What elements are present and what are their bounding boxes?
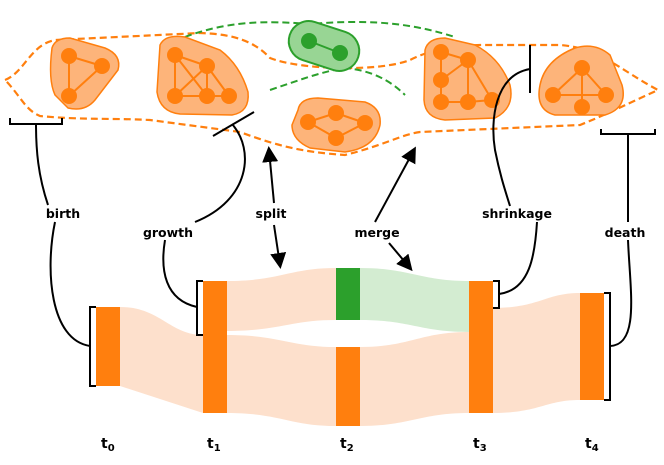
community-t1 — [156, 35, 249, 116]
timestep-label-t2: t2 — [340, 436, 354, 454]
death-node-bracket — [604, 292, 611, 401]
node-t1 — [203, 281, 227, 413]
death-bracket — [600, 129, 656, 135]
shrinkage-connector-bottom — [498, 221, 538, 295]
timestep-label-t3: t3 — [473, 436, 487, 454]
birth-connector-top — [35, 123, 49, 206]
community-t4 — [538, 45, 624, 116]
flow-t0-t1 — [120, 307, 203, 413]
timestep-label-t4: t4 — [585, 436, 599, 454]
split-label: split — [256, 206, 287, 221]
node-t3 — [469, 281, 493, 413]
community-t0 — [49, 37, 120, 110]
growth-label: growth — [143, 225, 193, 240]
flow-t2-t3-lower — [360, 332, 469, 426]
flow-t2-t3-merge — [360, 268, 469, 332]
split-community-lower-envelope — [269, 66, 406, 96]
birth-label: birth — [46, 206, 80, 221]
node-t2-split — [336, 268, 360, 320]
death-connector-bottom — [609, 239, 633, 347]
death-label: death — [605, 225, 646, 240]
flow-diagram — [89, 268, 611, 426]
timestep-labels: t0 t1 t2 t3 t4 — [101, 436, 599, 454]
community-envelope — [3, 31, 661, 157]
node-t2-remaining — [336, 347, 360, 426]
birth-bracket — [9, 118, 63, 125]
flow-t1-t2-upper — [227, 268, 336, 331]
growth-connector-bottom — [162, 239, 198, 308]
timestep-label-t0: t0 — [101, 436, 115, 454]
node-t4 — [580, 293, 604, 400]
growth-bracket — [212, 111, 255, 137]
shrinkage-connector-top — [492, 68, 531, 207]
event-arrows — [262, 146, 416, 272]
event-labels: birth growth split merge shrinkage death — [46, 206, 646, 240]
merge-label: merge — [354, 225, 399, 240]
split-arrow-down — [270, 224, 287, 269]
community-lifecycle-snapshots — [3, 20, 661, 157]
split-arrow-up — [262, 146, 279, 204]
community-t2-remaining — [291, 97, 381, 153]
shrinkage-node-bracket — [493, 280, 500, 309]
community-t2-split — [287, 20, 361, 72]
flow-t1-t2-lower — [227, 335, 336, 426]
event-connectors — [35, 68, 633, 347]
shrinkage-label: shrinkage — [482, 206, 552, 221]
timestep-label-t1: t1 — [207, 436, 221, 454]
merge-arrow-up — [374, 146, 416, 223]
merge-arrow-down — [388, 242, 413, 272]
birth-connector-bottom — [49, 221, 91, 347]
birth-node-bracket — [89, 306, 96, 387]
growth-node-bracket — [196, 280, 203, 336]
growth-connector-top — [194, 123, 246, 223]
community-t3 — [423, 37, 512, 121]
flow-t3-t4 — [492, 293, 580, 413]
node-t0 — [96, 307, 120, 386]
